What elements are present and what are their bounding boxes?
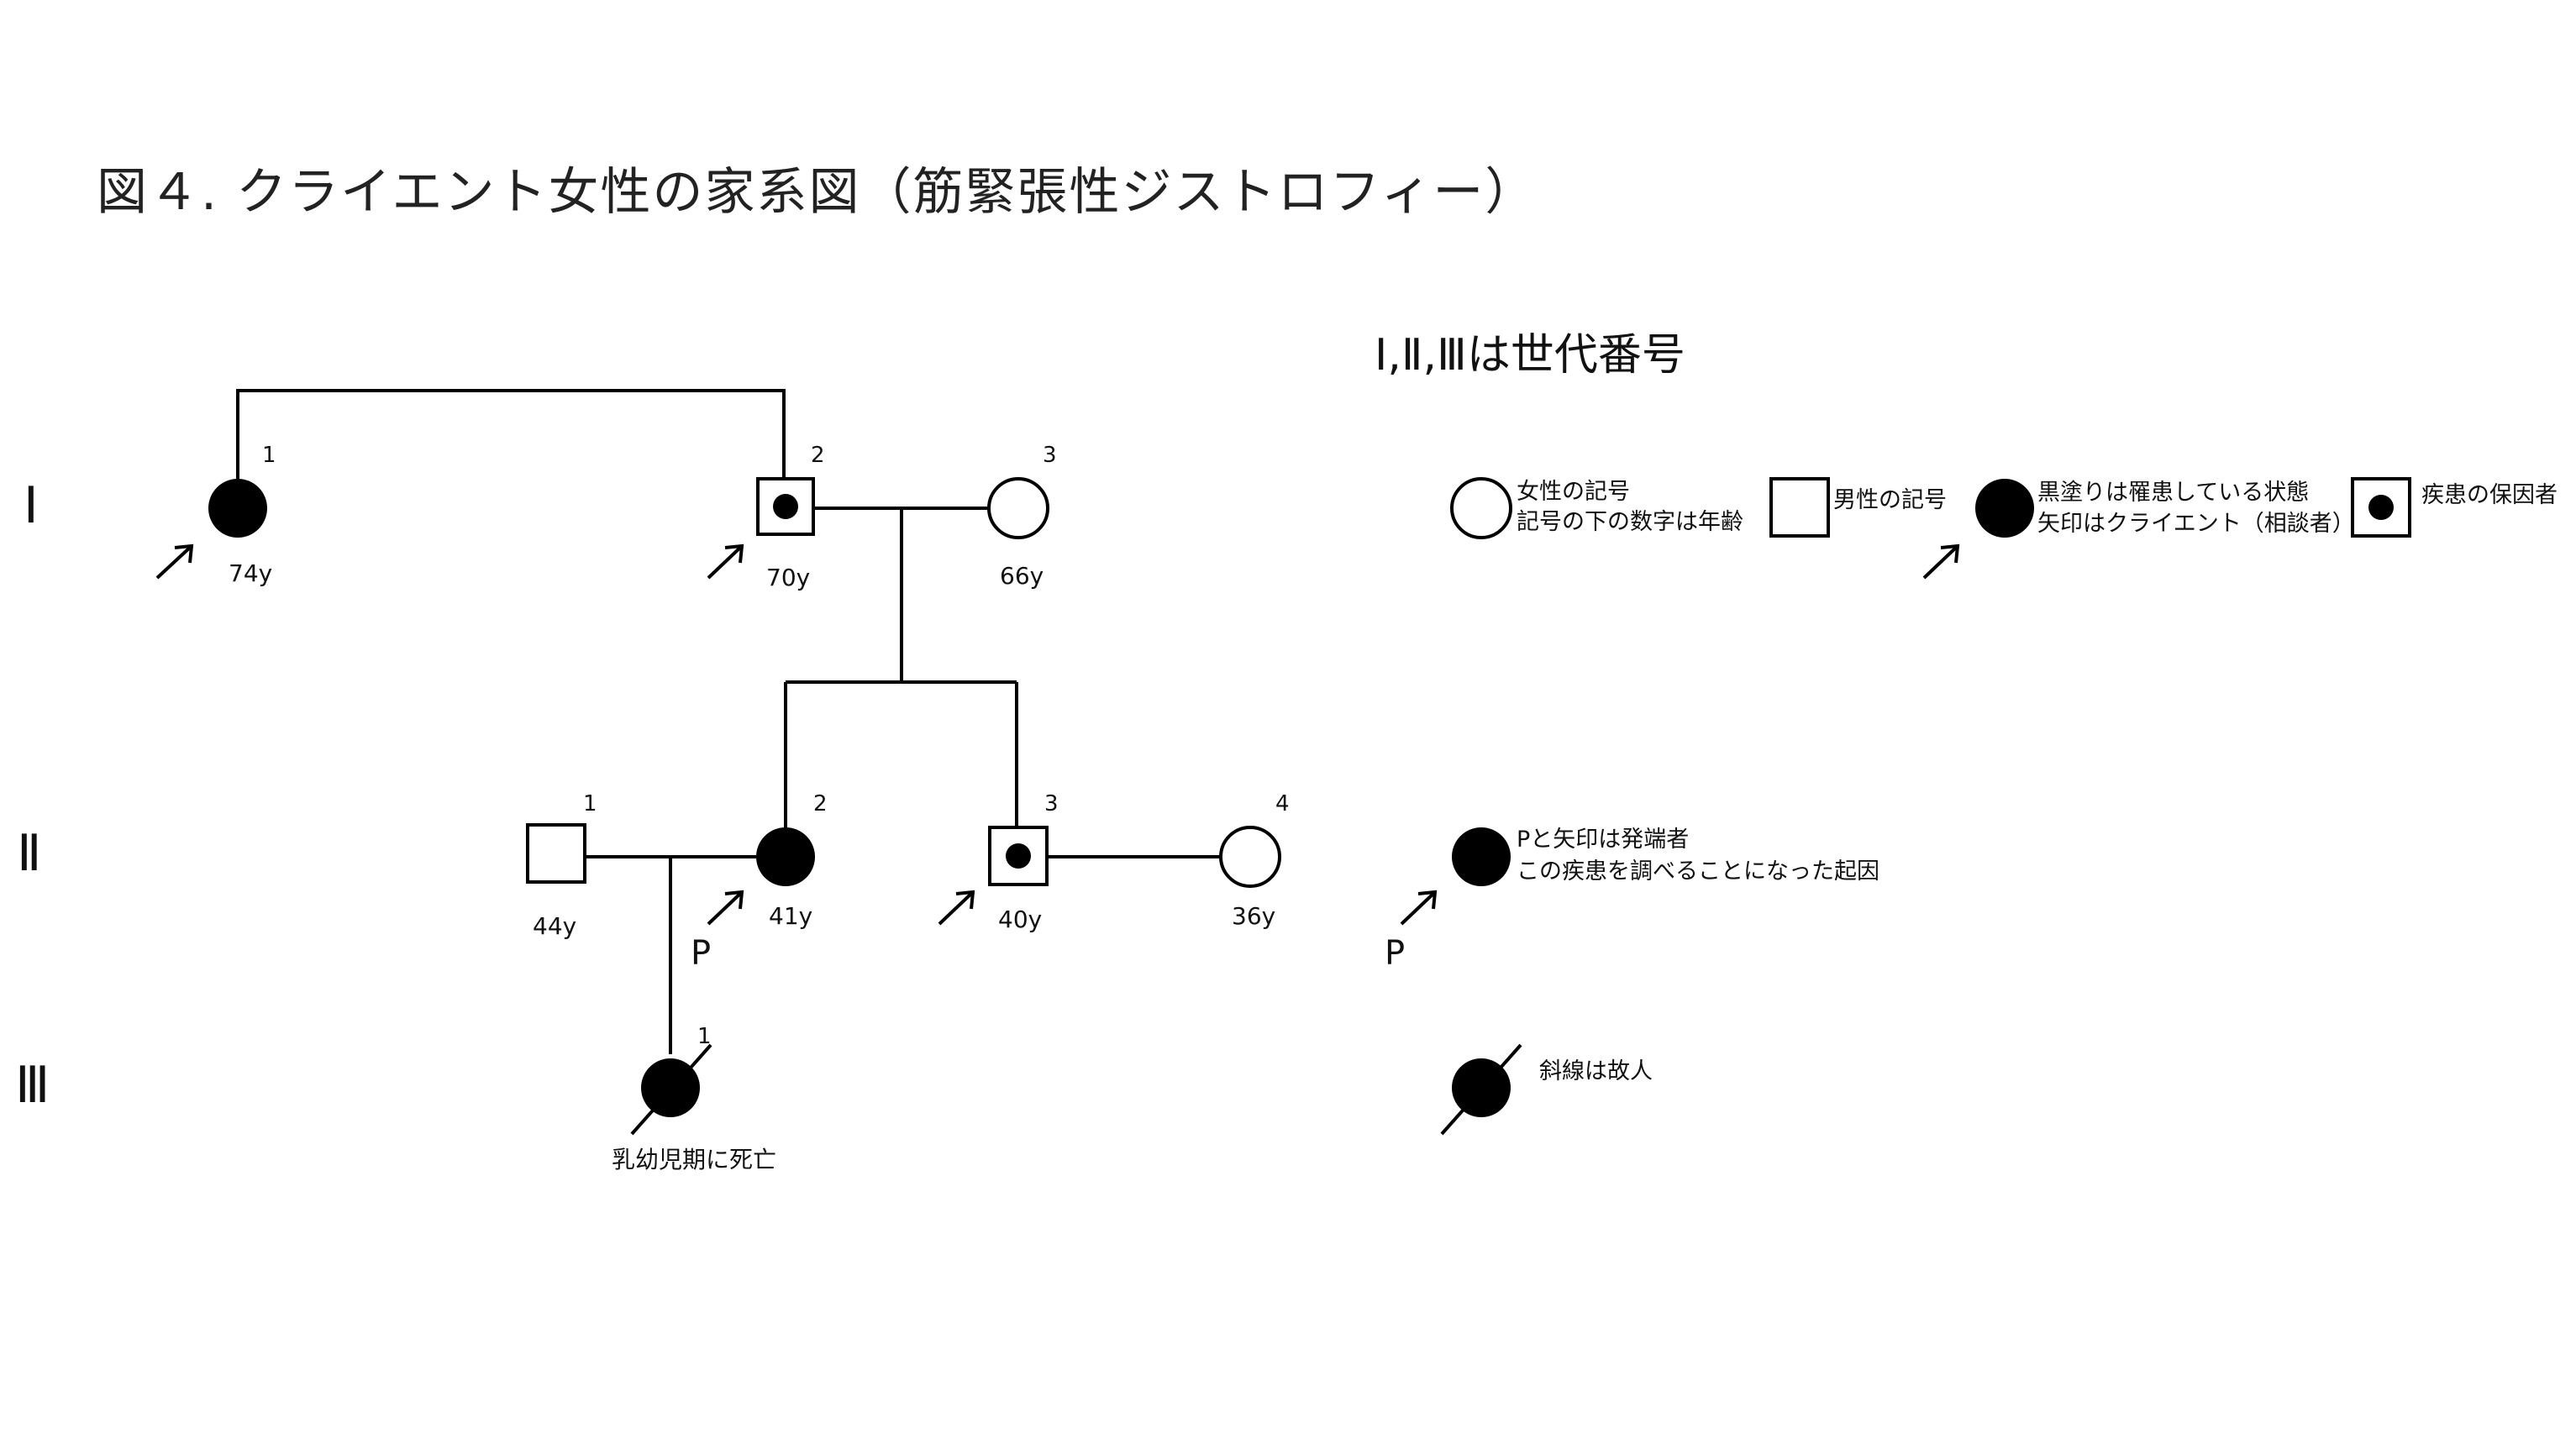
unaffected-female-symbol [1219, 826, 1281, 888]
individual-I-1: 1 74y [155, 443, 276, 587]
individual-II-3: 3 40y [938, 791, 1059, 933]
individual-III-1: 1 乳幼児期に死亡 [612, 1024, 776, 1173]
legend-proband-symbol [1452, 827, 1511, 886]
individual-age: 40y [998, 906, 1042, 933]
legend-female-symbol [1450, 477, 1512, 539]
individual-age: 36y [1232, 902, 1275, 930]
individual-age: 70y [766, 564, 810, 591]
generation-legend: Ⅰ,Ⅱ,Ⅲは世代番号 [1375, 330, 1685, 381]
individual-II-1: 1 44y [526, 791, 597, 940]
generation-label-1: Ⅰ [24, 476, 39, 535]
legend-affected-symbol [1975, 479, 2034, 538]
legend-arrow-icon [1922, 543, 1960, 580]
individual-II-4: 4 36y [1219, 791, 1290, 930]
legend-proband-arrow-icon [1400, 890, 1438, 926]
individual-number: 4 [1275, 791, 1290, 816]
carrier-dot [773, 494, 798, 519]
carrier-dot [1006, 843, 1031, 869]
pedigree-lines [236, 389, 1220, 1054]
deceased-slash [630, 1043, 712, 1136]
individual-number: 3 [1044, 791, 1059, 816]
individual-I-2: 2 70y [707, 443, 825, 591]
individual-number: 1 [262, 443, 276, 468]
legend-affected: 黒塗りは罹患している状態 矢印はクライエント（相談者） [1922, 479, 2355, 580]
individual-number: 1 [697, 1024, 712, 1049]
affected-female-symbol [208, 479, 267, 538]
generation-label-3: Ⅲ [15, 1056, 50, 1115]
legend-carrier-dot [2368, 495, 2394, 520]
legend-male: 男性の記号 [1769, 477, 1947, 538]
individual-note: 乳幼児期に死亡 [612, 1146, 776, 1173]
individual-age: 41y [769, 902, 812, 930]
legend-female-line2: 記号の下の数字は年齢 [1517, 509, 1743, 535]
unaffected-female-symbol [987, 477, 1049, 539]
individual-age: 66y [1000, 562, 1044, 590]
individual-II-2: 2 41y P [691, 791, 828, 973]
legend-deceased: 斜線は故人 [1440, 1043, 1653, 1136]
individual-number: 1 [583, 791, 597, 816]
proband-label: P [691, 934, 711, 973]
legend-male-text: 男性の記号 [1833, 487, 1947, 513]
client-arrow-icon [707, 543, 744, 580]
legend-female: 女性の記号 記号の下の数字は年齢 [1450, 477, 1743, 539]
legend-deceased-slash [1440, 1043, 1522, 1136]
legend-proband-line1: Pと矢印は発端者 [1517, 827, 1689, 853]
legend-female-line1: 女性の記号 [1517, 479, 1630, 505]
proband-arrow-icon [707, 890, 744, 926]
individual-number: 3 [1043, 443, 1057, 468]
individual-age: 74y [229, 559, 272, 587]
page-title: 図４. クライエント女性の家系図（筋緊張性ジストロフィー） [97, 163, 1538, 222]
generation-label-2: Ⅱ [17, 824, 42, 883]
individual-age: 44y [533, 912, 576, 940]
legend-affected-line2: 矢印はクライエント（相談者） [2037, 511, 2355, 537]
individual-number: 2 [813, 791, 828, 816]
legend-proband-line2: この疾患を調べることになった起因 [1517, 858, 1879, 885]
individual-I-3: 3 66y [987, 443, 1057, 590]
legend-proband: P Pと矢印は発端者 この疾患を調べることになった起因 [1385, 827, 1879, 973]
unaffected-male-symbol [526, 823, 586, 884]
legend-carrier: 疾患の保因者 [2351, 477, 2558, 538]
individual-number: 2 [811, 443, 825, 468]
link-I1-I2 [236, 389, 786, 479]
legend-male-symbol [1769, 477, 1830, 538]
client-arrow-icon [155, 543, 194, 580]
legend-affected-line1: 黒塗りは罹患している状態 [2037, 480, 2309, 506]
affected-female-symbol [756, 827, 815, 886]
legend-carrier-text: 疾患の保因者 [2421, 482, 2558, 508]
legend-proband-label: P [1385, 934, 1405, 973]
client-arrow-icon [938, 890, 975, 926]
legend-deceased-text: 斜線は故人 [1539, 1058, 1653, 1084]
